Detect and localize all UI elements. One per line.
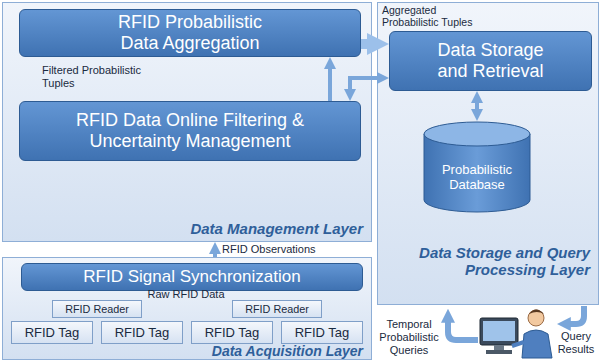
node-label: RFID Signal Synchronization <box>83 267 300 287</box>
layer-band: Data Acquisition Layer RFID Signal Synchr… <box>2 257 372 360</box>
node-label: RFID Tag <box>295 325 350 340</box>
flow-label: Query Results <box>552 330 600 356</box>
flow-arrow <box>275 300 279 303</box>
process-box: RFID Tag <box>281 321 363 344</box>
flow-arrow <box>95 300 99 303</box>
process-box: RFID Probabilistic Data Aggregation <box>19 9 361 57</box>
flow-arrow <box>361 39 367 49</box>
flow-arrow <box>328 69 332 101</box>
layer-title: Data Storage and Query Processing Layer <box>385 244 590 279</box>
node-label: Data Storage and Retrieval <box>421 40 561 82</box>
flow-arrow <box>350 78 377 89</box>
layer-title: Data Management Layer <box>190 220 363 237</box>
process-box: RFID Signal Synchronization <box>21 263 363 291</box>
flow-label: Temporal Probabilistic Queries <box>376 318 442 357</box>
flow-label: RFID Observations <box>222 243 342 256</box>
node-label: RFID Tag <box>205 325 260 340</box>
node-label: RFID Reader <box>245 303 309 316</box>
node-label: RFID Probabilistic Data Aggregation <box>103 12 278 54</box>
user-at-computer <box>480 310 552 359</box>
flow-label: Aggregated Probabilistic Tuples <box>382 4 492 29</box>
process-box: RFID Reader <box>52 300 142 318</box>
database-cylinder: Probabilistic Database <box>423 121 531 213</box>
layer-title: Data Acquisition Layer <box>212 343 363 359</box>
node-label: Probabilistic Database <box>430 162 525 193</box>
process-box: Data Storage and Retrieval <box>389 31 592 91</box>
process-box: RFID Tag <box>191 321 273 344</box>
layer-band: Data Management Layer RFID Probabilistic … <box>2 2 372 242</box>
flow-arrow <box>475 103 479 109</box>
node-label: RFID Tag <box>25 325 80 340</box>
process-box: RFID Reader <box>232 300 322 318</box>
process-box: RFID Data Online Filtering & Uncertainty… <box>19 101 361 161</box>
flow-label: Raw RFID Data <box>143 288 229 301</box>
node-label: RFID Tag <box>115 325 170 340</box>
process-box: RFID Tag <box>101 321 183 344</box>
node-label: RFID Reader <box>65 303 129 316</box>
node-label: RFID Data Online Filtering & Uncertainty… <box>58 110 323 152</box>
process-box: RFID Tag <box>11 321 93 344</box>
layer-band: Data Storage and Query Processing Layer D… <box>377 2 599 305</box>
flow-arrow <box>213 254 217 257</box>
flow-label: Filtered Probabilistic Tuples <box>42 64 162 90</box>
